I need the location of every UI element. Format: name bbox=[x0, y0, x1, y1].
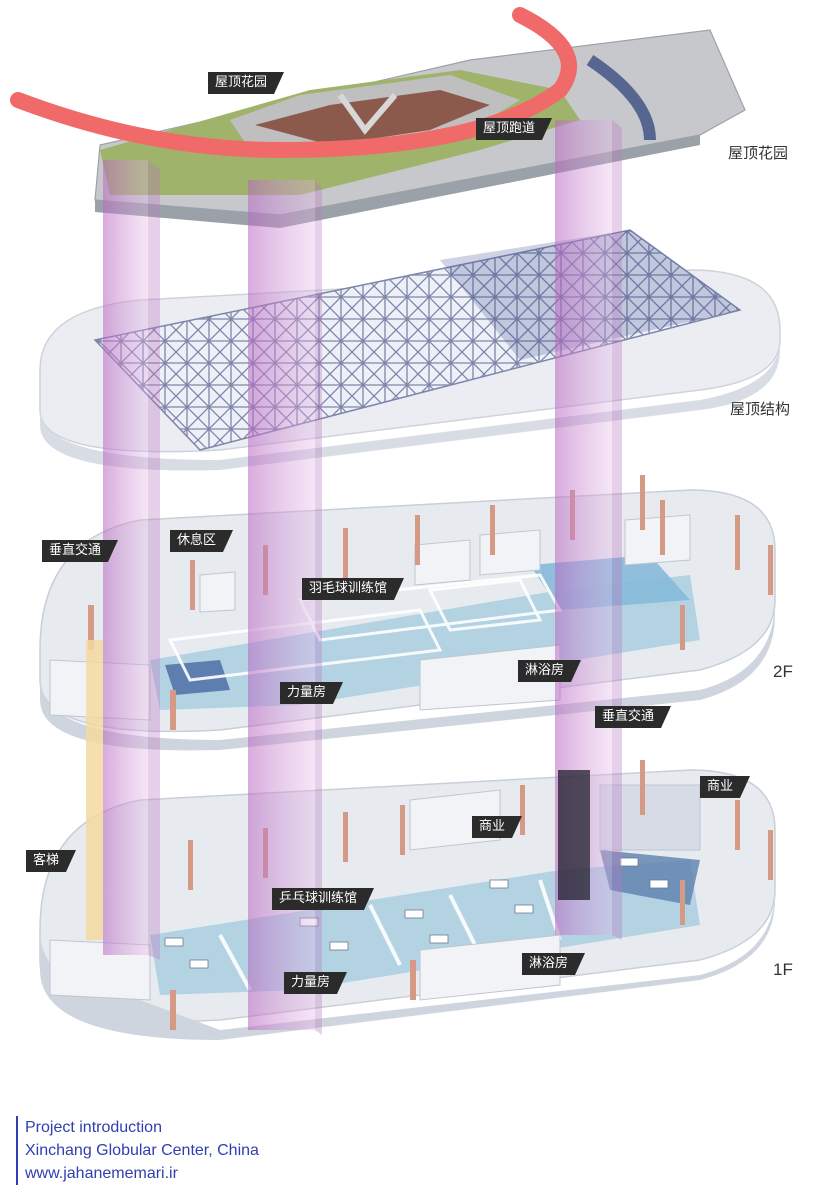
roof-garden-tag: 屋顶花园 bbox=[208, 72, 285, 94]
commercial-right-tag: 商业 bbox=[700, 776, 751, 798]
gym-1f-tag: 力量房 bbox=[284, 972, 348, 994]
side-label-roof-garden: 屋顶花园 bbox=[728, 144, 789, 162]
caption-line-2: Xinchang Globular Center, China bbox=[25, 1142, 259, 1159]
roof-running-track bbox=[10, 7, 577, 159]
vertical-cores bbox=[86, 120, 622, 1035]
shower-2f-tag: 淋浴房 bbox=[518, 660, 582, 682]
caption-block: Project introduction Xinchang Globular C… bbox=[16, 1116, 259, 1185]
passenger-lift-tag: 客梯 bbox=[26, 850, 77, 872]
side-label-2f: 2F bbox=[773, 662, 793, 681]
caption-line-1: Project introduction bbox=[25, 1119, 162, 1136]
shower-1f-tag: 淋浴房 bbox=[522, 953, 586, 975]
table-tennis-hall-tag: 乒乓球训练馆 bbox=[272, 888, 375, 910]
roof-garden bbox=[10, 7, 746, 228]
side-label-roof-structure: 屋顶结构 bbox=[730, 400, 791, 418]
badminton-hall-tag: 羽毛球训练馆 bbox=[302, 578, 405, 600]
roof-track-tag: 屋顶跑道 bbox=[476, 118, 553, 140]
gym-2f-tag: 力量房 bbox=[280, 682, 344, 704]
side-label-1f: 1F bbox=[773, 960, 793, 979]
vertical-traffic-left-tag: 垂直交通 bbox=[42, 540, 119, 562]
vertical-traffic-right-tag: 垂直交通 bbox=[595, 706, 672, 728]
caption-website-link[interactable]: www.jahanememari.ir bbox=[25, 1165, 178, 1182]
commercial-center-tag: 商业 bbox=[472, 816, 523, 838]
rest-area-tag: 休息区 bbox=[170, 530, 234, 552]
